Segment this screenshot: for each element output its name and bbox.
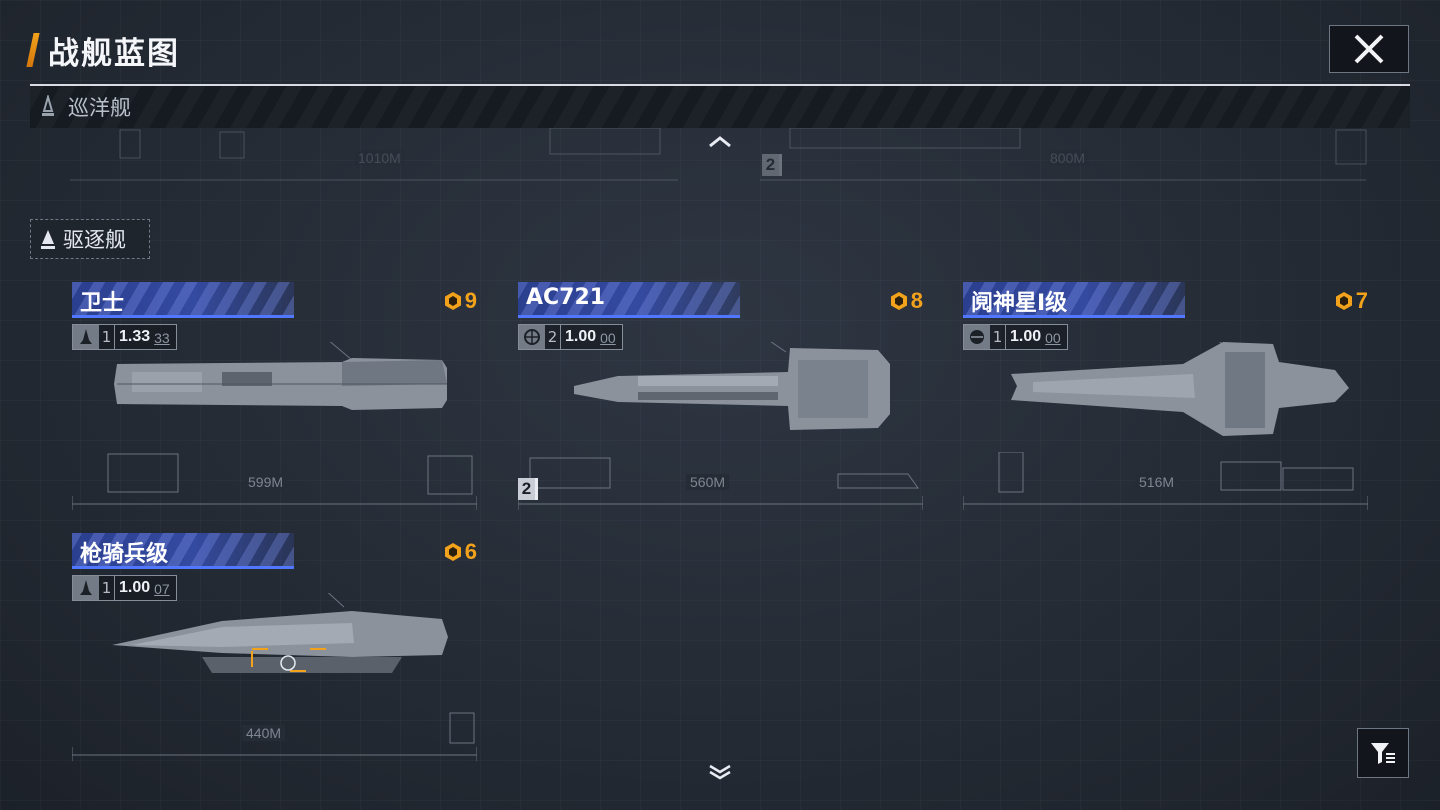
close-button[interactable] xyxy=(1329,25,1409,73)
ship-card[interactable]: AC721 8 2 1.00 00 xyxy=(517,282,924,512)
blueprint-icon xyxy=(444,543,461,561)
stat-value: 1.00 xyxy=(119,579,151,596)
ship-name: AC721 xyxy=(526,285,606,310)
scale-ruler: 599M xyxy=(71,452,478,512)
stat-box: 1 1.33 33 xyxy=(72,324,177,350)
rarity-badge: 8 xyxy=(889,288,923,314)
filter-button[interactable] xyxy=(1357,728,1409,778)
stat-level: 1 xyxy=(990,325,1006,349)
globe-icon xyxy=(519,325,545,349)
category-destroyer[interactable]: 驱逐舰 xyxy=(30,219,150,259)
faction-icon xyxy=(964,325,990,349)
stat-value: 1.33 xyxy=(119,328,151,345)
stat-value: 1.00 xyxy=(1010,328,1042,345)
name-bar: 阋神星Ⅰ级 xyxy=(963,282,1185,318)
stat-level: 2 xyxy=(545,325,561,349)
ship-length: 599M xyxy=(244,474,288,490)
stat-sub: 00 xyxy=(600,330,616,346)
stat-level: 1 xyxy=(99,325,115,349)
divider xyxy=(30,84,1410,86)
rarity-badge: 7 xyxy=(1334,288,1368,314)
chevron-up-icon xyxy=(709,136,731,148)
tier-badge: 2 xyxy=(518,478,538,500)
ship-name: 卫士 xyxy=(80,291,125,316)
name-bar: 卫士 xyxy=(72,282,294,318)
chevron-down-icon xyxy=(709,764,731,780)
stat-box: 1 1.00 07 xyxy=(72,575,177,601)
cruiser-class-icon xyxy=(42,95,54,116)
scroll-down-button[interactable] xyxy=(705,762,735,782)
blueprint-icon xyxy=(1335,292,1352,310)
name-bar: AC721 xyxy=(518,282,740,318)
stat-level: 1 xyxy=(99,576,115,600)
ship-image xyxy=(112,593,448,673)
ship-card[interactable]: 枪骑兵级 6 1 1.00 07 xyxy=(71,533,478,763)
rarity-value: 7 xyxy=(1355,288,1368,313)
rarity-badge: 6 xyxy=(443,539,477,565)
stat-box: 2 1.00 00 xyxy=(518,324,623,350)
stat-sub: 07 xyxy=(154,581,170,597)
faded-cruiser-row: 1010M 800M 2 xyxy=(30,127,1410,208)
blueprint-icon xyxy=(444,292,461,310)
scale-ruler: 440M xyxy=(71,666,478,763)
ship-length: 560M xyxy=(686,474,730,490)
category-label: 巡洋舰 xyxy=(68,96,131,120)
ship-image xyxy=(1011,342,1349,436)
ship-card[interactable]: 卫士 9 1 1.33 33 5 xyxy=(71,282,478,512)
ship-length: 516M xyxy=(1135,474,1179,490)
page-header: 战舰蓝图 xyxy=(26,30,180,72)
tier-badge: 2 xyxy=(762,154,782,176)
rarity-badge: 9 xyxy=(443,288,477,314)
ship-length: 1010M xyxy=(354,150,405,166)
stat-box: 1 1.00 00 xyxy=(963,324,1068,350)
ship-image xyxy=(114,342,447,410)
scroll-up-button[interactable] xyxy=(705,132,735,152)
destroyer-class-icon xyxy=(41,230,55,249)
stat-sub: 33 xyxy=(154,330,170,346)
ship-image xyxy=(574,342,890,430)
rarity-value: 9 xyxy=(464,288,477,313)
stat-value: 1.00 xyxy=(565,328,597,345)
stat-sub: 00 xyxy=(1045,330,1061,346)
category-cruiser[interactable]: 巡洋舰 xyxy=(30,86,1410,128)
name-bar: 枪骑兵级 xyxy=(72,533,294,569)
fighter-icon xyxy=(73,325,99,349)
rarity-value: 8 xyxy=(910,288,923,313)
filter-icon xyxy=(1371,743,1395,764)
scale-ruler: 516M xyxy=(962,451,1369,512)
ship-card[interactable]: 阋神星Ⅰ级 7 1 1.00 00 xyxy=(962,282,1369,512)
ship-name: 阋神星Ⅰ级 xyxy=(971,291,1068,316)
rarity-value: 6 xyxy=(464,539,477,564)
ship-name: 枪骑兵级 xyxy=(80,542,169,567)
ship-length: 800M xyxy=(1046,150,1090,166)
close-icon xyxy=(1354,34,1384,64)
page-title: 战舰蓝图 xyxy=(48,35,180,72)
blueprint-icon xyxy=(890,292,907,310)
ship-length: 440M xyxy=(242,725,286,741)
scale-ruler: 560M 2 xyxy=(517,452,924,512)
fighter-icon xyxy=(73,576,99,600)
category-label: 驱逐舰 xyxy=(63,228,126,252)
